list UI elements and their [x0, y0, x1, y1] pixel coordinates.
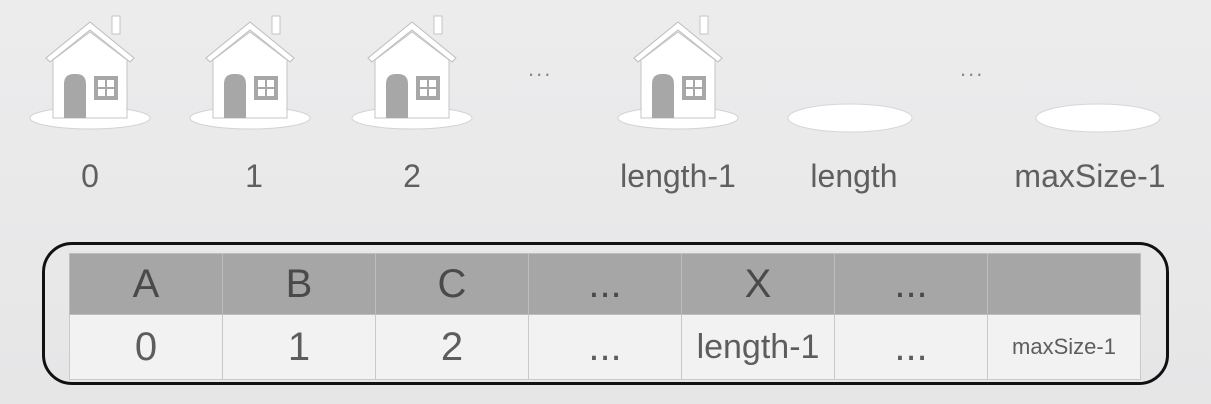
index-label-length-minus-1: length-1: [620, 158, 736, 194]
array-value-cell: ...: [834, 253, 988, 315]
array-value-cell: ...: [528, 253, 682, 315]
array-indices-row: 0 1 2 ... length-1 ... maxSize-1: [69, 314, 1141, 380]
house-icon: [617, 15, 739, 130]
index-label-1: 1: [245, 158, 263, 194]
array-index-cell: maxSize-1: [987, 314, 1141, 380]
array-value-cell: [987, 253, 1141, 315]
array-frame: [42, 242, 1169, 385]
empty-plate-icon: [1035, 103, 1161, 133]
index-label-2: 2: [403, 158, 421, 194]
array-index-cell: ...: [528, 314, 682, 380]
array-value-cell: A: [69, 253, 223, 315]
array-value-cell: B: [222, 253, 376, 315]
array-index-cell: ...: [834, 314, 988, 380]
house-slot-1: [178, 0, 328, 150]
array-value-cell: X: [681, 253, 835, 315]
ellipsis-houses-2: ...: [960, 56, 985, 81]
index-label-maxsize-minus-1: maxSize-1: [1014, 158, 1166, 194]
array-index-cell: 1: [222, 314, 376, 380]
house-slot-length-minus-1: [606, 0, 756, 150]
array-index-cell: 2: [375, 314, 529, 380]
house-icon: [351, 15, 473, 130]
index-label-length: length: [810, 158, 898, 194]
empty-plate-icon: [787, 103, 913, 133]
house-icon: [189, 15, 311, 130]
house-icon: [29, 15, 151, 130]
house-slot-2: [340, 0, 490, 150]
index-label-0: 0: [81, 158, 99, 194]
array-value-cell: C: [375, 253, 529, 315]
ellipsis-houses-1: ...: [528, 56, 553, 81]
array-table: A B C ... X ... 0 1 2 ... length-1 ... m…: [69, 253, 1141, 380]
empty-slot-length: [778, 0, 928, 150]
house-slot-0: [18, 0, 168, 150]
array-values-row: A B C ... X ...: [69, 253, 1141, 315]
array-index-cell: 0: [69, 314, 223, 380]
array-index-cell: length-1: [681, 314, 835, 380]
empty-slot-maxsize-minus-1: [1026, 0, 1176, 150]
